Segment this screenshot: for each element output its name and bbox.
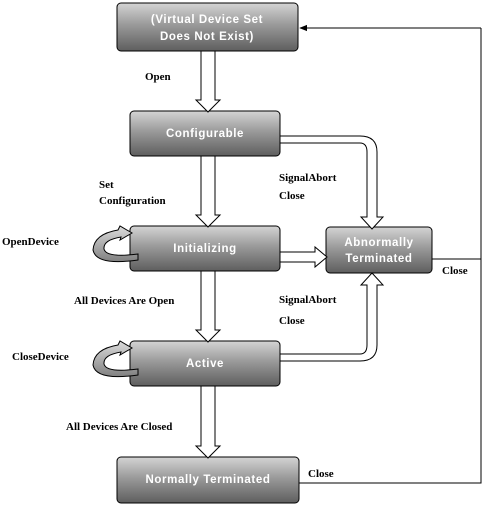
arrow-all-devices-open [194,270,222,343]
label-signal-abort-close-1: Close [279,190,305,202]
label-all-devices-closed: All Devices Are Closed [66,421,172,433]
arrow-set-configuration [194,155,222,228]
loop-close-device [92,340,139,378]
arrow-configurable-abort [279,135,385,230]
arrow-all-devices-closed [194,385,222,459]
state-normal: Normally Terminated [116,456,300,504]
state-initializing-label: Initializing [173,243,236,255]
label-close-abnormal: Close [442,265,468,277]
state-active: Active [129,340,281,387]
state-initializing: Initializing [129,225,281,272]
state-configurable-label: Configurable [166,128,244,140]
line-close-normal [299,28,482,484]
label-signal-abort-1: SignalAbort [279,172,337,184]
state-nonexistent-line1: (Virtual Device Set [151,14,263,26]
arrow-active-abort [279,272,385,362]
arrow-initializing-abort [279,245,328,269]
label-open-device: OpenDevice [2,236,59,248]
label-all-devices-open: All Devices Are Open [74,295,174,307]
state-active-label: Active [186,358,224,370]
loop-open-device [92,225,139,263]
label-close-device: CloseDevice [12,351,69,363]
state-abnormal-line2: Terminated [345,253,412,265]
label-set-configuration-2: Configuration [99,195,166,207]
label-signal-abort-close-2: Close [279,315,305,327]
label-open: Open [145,71,171,83]
state-nonexistent-line2: Does Not Exist) [160,31,254,43]
state-configurable: Configurable [129,110,281,157]
label-set-configuration-1: Set [99,179,114,191]
arrow-open [194,50,222,113]
state-normal-label: Normally Terminated [146,474,271,486]
state-abnormal-line1: Abnormally [344,237,413,249]
state-abnormal: Abnormally Terminated [325,226,433,274]
label-signal-abort-2: SignalAbort [279,294,337,306]
label-close-normal: Close [308,468,334,480]
state-nonexistent: (Virtual Device Set Does Not Exist) [116,2,299,52]
